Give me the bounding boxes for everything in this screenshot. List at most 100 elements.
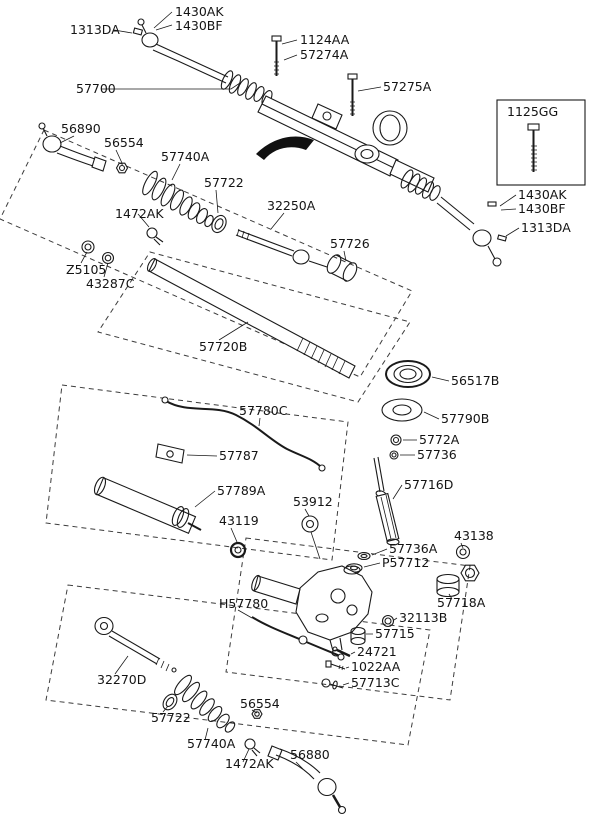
part-label-57789A: 57789A: [217, 483, 266, 498]
inset-kit-box: [496, 99, 586, 186]
part-drawing-53912: [301, 515, 321, 560]
part-drawing-57787: [155, 443, 185, 464]
part-drawing-57736: [389, 450, 399, 460]
part-drawing-56517B: [385, 360, 431, 388]
leader-lines: [59, 11, 520, 770]
part-drawing-valve-body: [251, 565, 373, 657]
part-label-43287C: 43287C: [86, 276, 135, 291]
part-drawing-tie-rod-end-right: [436, 196, 508, 267]
part-label-57722-lower: 57722: [151, 710, 191, 725]
part-drawing-57789A: [93, 476, 202, 535]
part-label-24721: 24721: [357, 644, 397, 659]
part-label-57787: 57787: [219, 448, 259, 463]
part-drawing-1022AA: [325, 660, 346, 671]
part-label-56890: 56890: [61, 121, 101, 136]
part-label-53912: 53912: [293, 494, 333, 509]
part-label-57740A-lower: 57740A: [187, 736, 236, 751]
part-label-1313DA-right: 1313DA: [521, 220, 571, 235]
part-label-1313DA-topleft: 1313DA: [70, 22, 120, 37]
part-drawing-57790B: [381, 398, 423, 422]
valve-housing-group: [251, 544, 480, 690]
part-label-H57780: H57780: [219, 596, 268, 611]
part-label-Z5105: Z5105: [66, 262, 106, 277]
part-label-32250A: 32250A: [267, 198, 316, 213]
part-label-57716D: 57716D: [404, 477, 453, 492]
pipe-bracket-group: [93, 396, 326, 560]
part-label-5772A: 5772A: [419, 432, 460, 447]
part-label-57722-upper: 57722: [204, 175, 244, 190]
part-label-57740A-upper: 57740A: [161, 149, 210, 164]
part-drawing-57726: [326, 254, 358, 282]
part-label-57718A: 57718A: [437, 595, 486, 610]
part-drawing-57722-upper: [211, 214, 227, 234]
part-drawing-43138: [455, 544, 480, 582]
part-label-1430BF-top: 1430BF: [175, 18, 223, 33]
part-drawing-Z5105: [81, 240, 95, 254]
part-drawing-56890: [38, 122, 107, 172]
part-label-43119: 43119: [219, 513, 259, 528]
part-label-56517B: 56517B: [451, 373, 499, 388]
part-label-32270D: 32270D: [97, 672, 146, 687]
part-label-1124AA: 1124AA: [300, 32, 350, 47]
part-drawing-57718A: [436, 573, 460, 598]
part-label-57726: 57726: [330, 236, 370, 251]
part-labels: 1430AK 1430BF 1313DA 1124AA 57274A 57700…: [61, 4, 571, 771]
part-label-57700: 57700: [76, 81, 116, 96]
part-label-1430BF-right: 1430BF: [518, 201, 566, 216]
part-drawing-57740A-upper: [142, 170, 214, 228]
kit-group-upper: [38, 122, 358, 282]
part-label-57736: 57736: [417, 447, 457, 462]
part-label-32113B: 32113B: [399, 610, 447, 625]
part-label-57715: 57715: [375, 626, 415, 641]
part-drawing-bolt-57275A: [347, 73, 358, 116]
part-label-56554-lower: 56554: [240, 696, 280, 711]
part-drawing-32250A: [235, 228, 328, 268]
part-drawing-tie-rod-end-top: [132, 18, 229, 84]
part-drawing-57740A-lower: [174, 674, 236, 733]
part-label-1430AK-right: 1430AK: [518, 187, 567, 202]
part-drawing-bolt-1124AA: [271, 35, 282, 76]
part-label-57713C: 57713C: [351, 675, 400, 690]
group-outline-valve-housing: [225, 537, 471, 701]
part-label-1472AK-upper: 1472AK: [115, 206, 164, 221]
part-drawing-gear-housing: [256, 95, 435, 193]
part-label-57790B: 57790B: [441, 411, 489, 426]
group-outline-pipe-bracket: [45, 384, 349, 561]
part-drawing-1472AK-upper: [146, 227, 164, 246]
part-drawing-57736A: [357, 551, 371, 561]
group-outlines: [0, 129, 471, 746]
part-drawing-56554-lower: [251, 709, 263, 719]
part-label-43138: 43138: [454, 528, 494, 543]
kit-group-lower: [94, 616, 347, 815]
part-drawing-5772A: [390, 434, 402, 446]
part-drawing-1472AK-lower: [244, 738, 261, 757]
part-label-57780C: 57780C: [239, 403, 288, 418]
group-outline-tie-rod-kit: [0, 129, 413, 378]
part-label-56880: 56880: [290, 747, 330, 762]
part-drawing-43119: [229, 541, 247, 559]
part-drawing-57716D: [373, 456, 400, 546]
part-drawing-57720B: [146, 258, 356, 379]
part-drawing-H57780: [251, 616, 345, 661]
part-drawing-57715: [350, 626, 366, 646]
part-drawing-56554-upper: [115, 162, 129, 174]
part-label-56554-upper: 56554: [104, 135, 144, 150]
part-label-1022AA: 1022AA: [351, 659, 401, 674]
part-drawing-32113B: [381, 614, 395, 628]
part-drawing-right-bellows: [400, 169, 441, 201]
group-outline-rack-bar: [97, 251, 411, 403]
part-drawing-57713C: [321, 678, 344, 690]
part-label-P57712: P57712: [382, 555, 429, 570]
part-drawing-32270D: [94, 616, 177, 673]
part-label-57720B: 57720B: [199, 339, 247, 354]
part-label-57736A: 57736A: [389, 541, 438, 556]
part-drawing-1125GG-bolt: [527, 123, 540, 172]
part-label-57275A: 57275A: [383, 79, 432, 94]
pointer-swoosh: [256, 136, 314, 160]
part-drawing-57780C: [161, 396, 326, 472]
part-drawing-56880: [267, 745, 347, 815]
part-label-1430AK-top: 1430AK: [175, 4, 224, 19]
part-label-1472AK-lower: 1472AK: [225, 756, 274, 771]
